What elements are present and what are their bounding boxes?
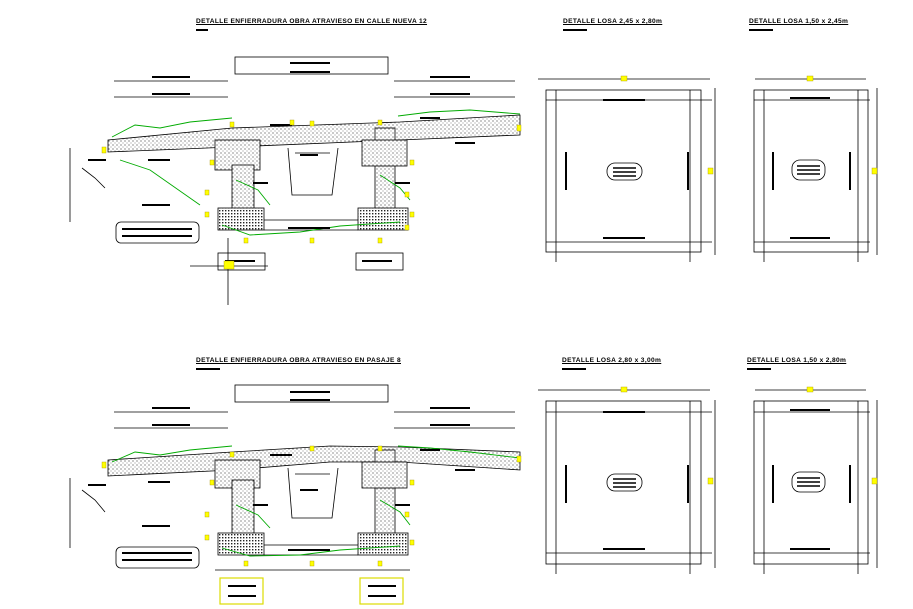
- slab-plan-top-left: [538, 78, 716, 262]
- slab-plan-bottom-left: [538, 389, 716, 574]
- title-slab-top-right: DETALLE LOSA 1,50 x 2,45m: [749, 18, 849, 25]
- title-section-top: DETALLE ENFIERRADURA OBRA ATRAVIESO EN C…: [196, 18, 428, 25]
- title-underline-mark: [747, 368, 771, 370]
- title-underline-mark: [749, 29, 773, 31]
- title-underline-mark: [563, 29, 587, 31]
- title-underline-mark: [196, 368, 220, 370]
- title-slab-bottom-right: DETALLE LOSA 1,50 x 2,80m: [747, 357, 847, 364]
- title-slab-bottom-left: DETALLE LOSA 2,80 x 3,00m: [562, 357, 662, 364]
- title-section-bottom: DETALLE ENFIERRADURA OBRA ATRAVIESO EN P…: [196, 357, 401, 364]
- title-underline-mark: [562, 368, 586, 370]
- title-underline-mark: [196, 29, 208, 31]
- slab-plan-bottom-right: [753, 389, 878, 574]
- section-top-drawing: [69, 56, 521, 305]
- slab-plan-top-right: [753, 78, 878, 262]
- title-slab-top-left: DETALLE LOSA 2,45 x 2,80m: [563, 18, 663, 25]
